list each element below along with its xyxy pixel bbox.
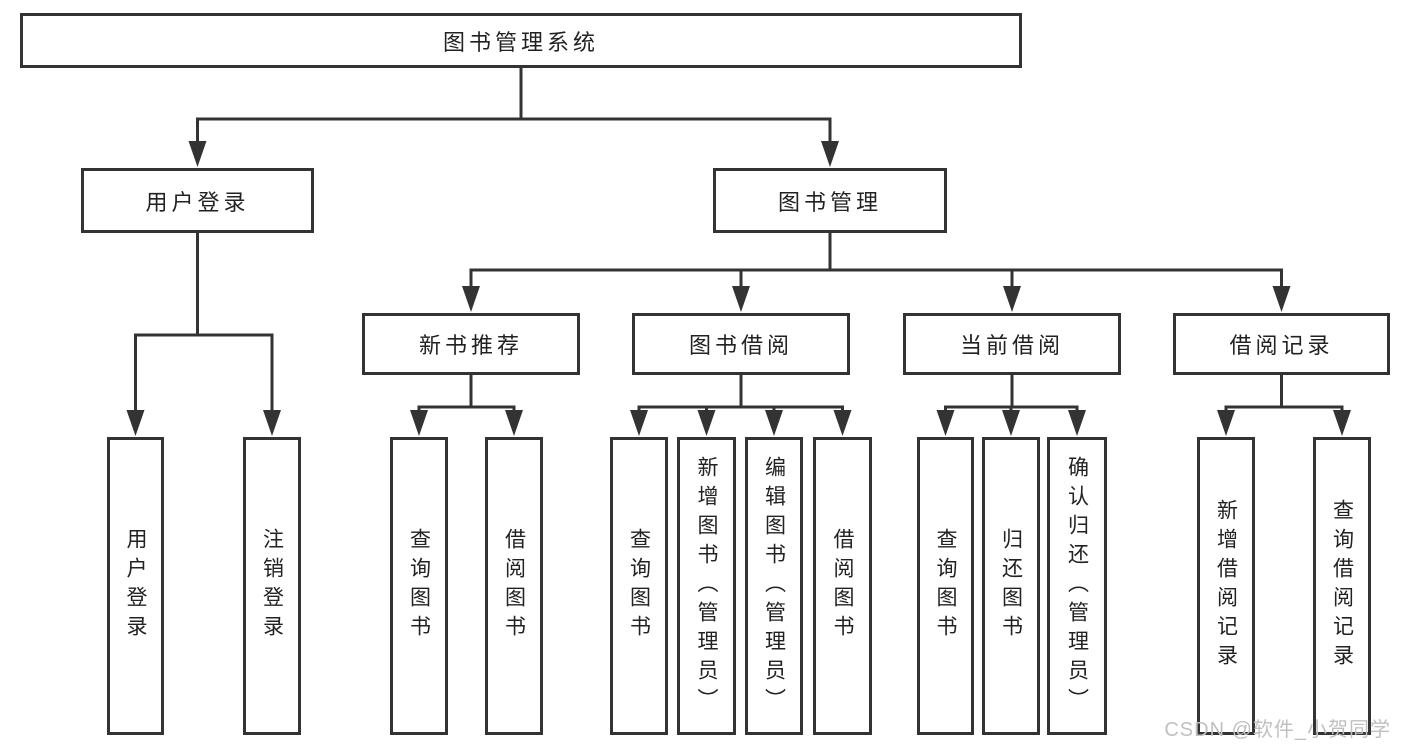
node-book-borrow: 图书借阅 <box>632 313 850 375</box>
arrow-down-icon <box>1217 410 1235 436</box>
node-user-login: 用户登录 <box>81 168 314 233</box>
node-leaf-bb-edit: 编辑图书（管理员） <box>745 437 803 735</box>
arrow-down-icon <box>1068 410 1086 436</box>
node-leaf-br-query: 查询借阅记录 <box>1313 437 1371 735</box>
node-leaf-bb-query: 查询图书 <box>610 437 668 735</box>
arrow-down-icon <box>263 410 281 436</box>
arrow-down-icon <box>188 141 207 167</box>
arrow-down-icon <box>410 410 428 436</box>
arrow-down-icon <box>462 286 480 312</box>
node-root: 图书管理系统 <box>20 13 1022 68</box>
node-book-mgmt: 图书管理 <box>713 168 947 233</box>
node-leaf-cb-query: 查询图书 <box>917 437 974 735</box>
arrow-down-icon <box>732 286 750 312</box>
node-leaf-cb-confirm: 确认归还（管理员） <box>1047 437 1107 735</box>
node-current-borrow: 当前借阅 <box>903 313 1121 375</box>
node-leaf-cb-return: 归还图书 <box>982 437 1040 735</box>
arrow-down-icon <box>833 410 852 436</box>
arrow-down-icon <box>630 410 648 436</box>
node-leaf-logout: 注销登录 <box>243 437 301 735</box>
node-new-books: 新书推荐 <box>362 313 580 375</box>
node-leaf-nb-query: 查询图书 <box>390 437 448 735</box>
arrow-down-icon <box>1003 286 1021 312</box>
arrow-down-icon <box>126 410 145 436</box>
arrow-down-icon <box>1002 410 1020 436</box>
arrow-down-icon <box>697 410 716 436</box>
arrow-down-icon <box>765 410 783 436</box>
arrow-down-icon <box>505 410 523 436</box>
node-borrow-records: 借阅记录 <box>1173 313 1390 375</box>
arrow-down-icon <box>821 141 839 167</box>
node-leaf-bb-add: 新增图书（管理员） <box>677 437 736 735</box>
arrow-down-icon <box>1333 410 1351 436</box>
arrow-down-icon <box>1272 286 1291 312</box>
arrow-down-icon <box>936 410 955 436</box>
node-leaf-nb-borrow: 借阅图书 <box>485 437 543 735</box>
node-leaf-br-add: 新增借阅记录 <box>1197 437 1255 735</box>
node-leaf-user-login: 用户登录 <box>107 437 164 735</box>
node-leaf-bb-borrow: 借阅图书 <box>813 437 872 735</box>
